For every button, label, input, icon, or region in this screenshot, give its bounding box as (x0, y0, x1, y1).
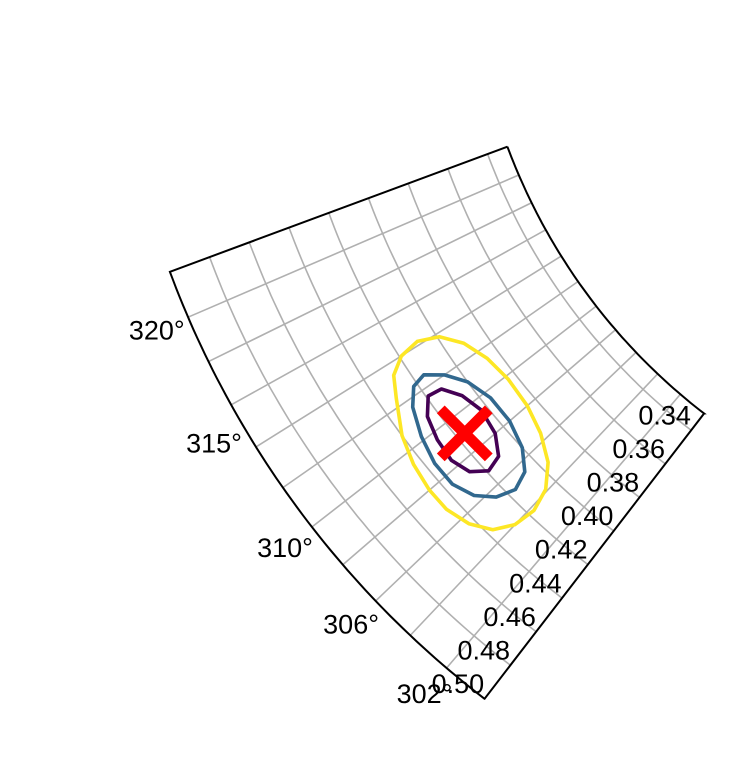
radial-tick-label: 0.38 (587, 468, 640, 498)
contour-line-2 (410, 373, 527, 499)
label-layer: 320° 315° 310° 306° 302° 0.34 0.36 0.380.40 0.42… (129, 316, 691, 709)
radial-tick-label: 0.48 (458, 635, 511, 665)
contour-line-3 (425, 387, 501, 474)
marker-stroke (436, 405, 493, 462)
radial-tick-label: 0.36 (612, 434, 665, 464)
radial-tick-label: 0.44 (509, 568, 562, 598)
radial-grid-arc (248, 242, 537, 633)
theta-tick-label: 310° (257, 533, 313, 563)
radial-grid-arc (288, 227, 563, 599)
radial-grid-arc (328, 212, 589, 566)
theta-tick-label: 315° (186, 428, 242, 458)
radial-grid-arc (486, 153, 692, 431)
radial-tick-label: 0.50 (432, 669, 485, 699)
theta-tick-label: 302° (397, 679, 453, 709)
theta-tick-label: 320° (129, 316, 185, 346)
marker-layer (436, 405, 493, 462)
radial-tick-label: 0.42 (535, 535, 588, 565)
frame-layer (168, 145, 707, 700)
radial-grid-arc (208, 256, 511, 666)
theta-grid-line (230, 229, 547, 406)
radial-grid-arc (447, 168, 666, 465)
theta-grid-line (375, 351, 637, 602)
radial-tick-label: 0.34 (638, 400, 691, 430)
plot-frame (168, 145, 707, 700)
theta-grid-line (187, 174, 520, 318)
center-x-marker (436, 405, 493, 462)
theta-grid-line (445, 393, 681, 669)
contour-layer (391, 334, 550, 532)
theta-tick-label: 306° (323, 609, 379, 639)
theta-grid-line (409, 373, 659, 636)
radial-grid-arc (407, 183, 640, 499)
theta-grid-line (282, 280, 579, 489)
theta-grid-line (208, 202, 532, 363)
radial-tick-label: 0.40 (561, 501, 614, 531)
contour-line-1 (391, 334, 550, 532)
radial-tick-label: 0.46 (483, 602, 536, 632)
